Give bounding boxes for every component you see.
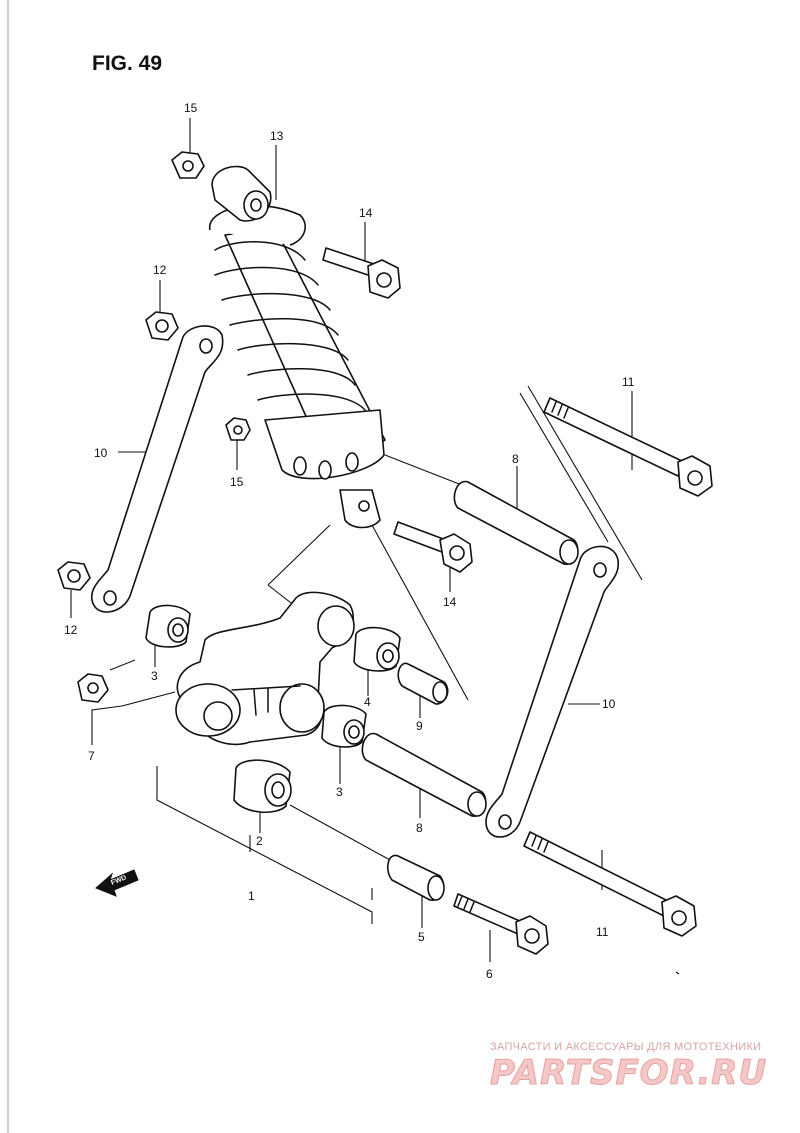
collar bbox=[386, 854, 445, 901]
callout-6: 6 bbox=[486, 967, 493, 981]
stray-mark bbox=[675, 971, 680, 975]
callout-9: 9 bbox=[416, 719, 423, 733]
callout-10-left: 10 bbox=[94, 446, 108, 460]
spacer-tube-upper bbox=[453, 480, 579, 565]
callout-3-upper: 3 bbox=[151, 669, 158, 683]
link-rod-right bbox=[485, 545, 620, 838]
callout-13: 13 bbox=[270, 129, 284, 143]
lower-shock-bolt bbox=[393, 521, 473, 573]
callout-8-upper: 8 bbox=[512, 452, 519, 466]
callout-14-lower: 14 bbox=[443, 595, 457, 609]
lever-nut bbox=[77, 673, 109, 703]
short-spacer bbox=[397, 662, 449, 705]
callout-15-top: 15 bbox=[184, 101, 198, 115]
callout-4: 4 bbox=[364, 695, 371, 709]
callout-numbers: 15 13 14 12 11 10 8 15 14 12 3 4 10 9 7 … bbox=[64, 101, 635, 981]
callout-14-upper: 14 bbox=[359, 206, 373, 220]
nut-link-lower bbox=[57, 561, 91, 591]
upper-shock-bolt bbox=[322, 247, 401, 299]
long-bolt-upper bbox=[543, 397, 713, 497]
callout-2: 2 bbox=[256, 834, 263, 848]
callout-8-lower: 8 bbox=[416, 821, 423, 835]
spacer-tube-lower bbox=[361, 732, 487, 817]
callout-1: 1 bbox=[248, 889, 255, 903]
callout-10-right: 10 bbox=[602, 697, 616, 711]
callout-5: 5 bbox=[418, 930, 425, 944]
needle-bearing-3-lower bbox=[321, 704, 367, 748]
cushion-lever bbox=[175, 591, 355, 746]
lever-bolt bbox=[453, 893, 549, 955]
needle-bearing-4 bbox=[353, 626, 401, 672]
callout-7: 7 bbox=[88, 749, 95, 763]
needle-bearing-3-upper bbox=[145, 604, 191, 648]
nut-link-upper bbox=[145, 311, 179, 341]
callout-12-lower: 12 bbox=[64, 623, 78, 637]
callout-3-lower: 3 bbox=[336, 785, 343, 799]
callout-12-upper: 12 bbox=[153, 263, 167, 277]
watermark-logo: PARTSFOR.RU bbox=[490, 1053, 767, 1093]
callout-15-middle: 15 bbox=[230, 475, 244, 489]
forward-direction-arrow: FWD bbox=[95, 869, 139, 897]
link-rod-left bbox=[90, 325, 224, 613]
needle-bearing-2 bbox=[233, 759, 292, 813]
callout-11-upper: 11 bbox=[622, 375, 635, 389]
watermark-caption: ЗАПЧАСТИ И АКСЕССУАРЫ ДЛЯ МОТОТЕХНИКИ bbox=[490, 1041, 761, 1053]
nut-top bbox=[171, 151, 205, 179]
nut-middle bbox=[225, 417, 251, 441]
figure-title: FIG. 49 bbox=[92, 52, 162, 75]
leader-lines bbox=[70, 118, 643, 962]
long-bolt-lower bbox=[523, 831, 697, 937]
upper-bushing bbox=[211, 165, 272, 222]
watermark: ЗАПЧАСТИ И АКСЕССУАРЫ ДЛЯ МОТОТЕХНИКИ PA… bbox=[490, 1041, 767, 1094]
callout-11-lower: 11 bbox=[596, 925, 609, 939]
